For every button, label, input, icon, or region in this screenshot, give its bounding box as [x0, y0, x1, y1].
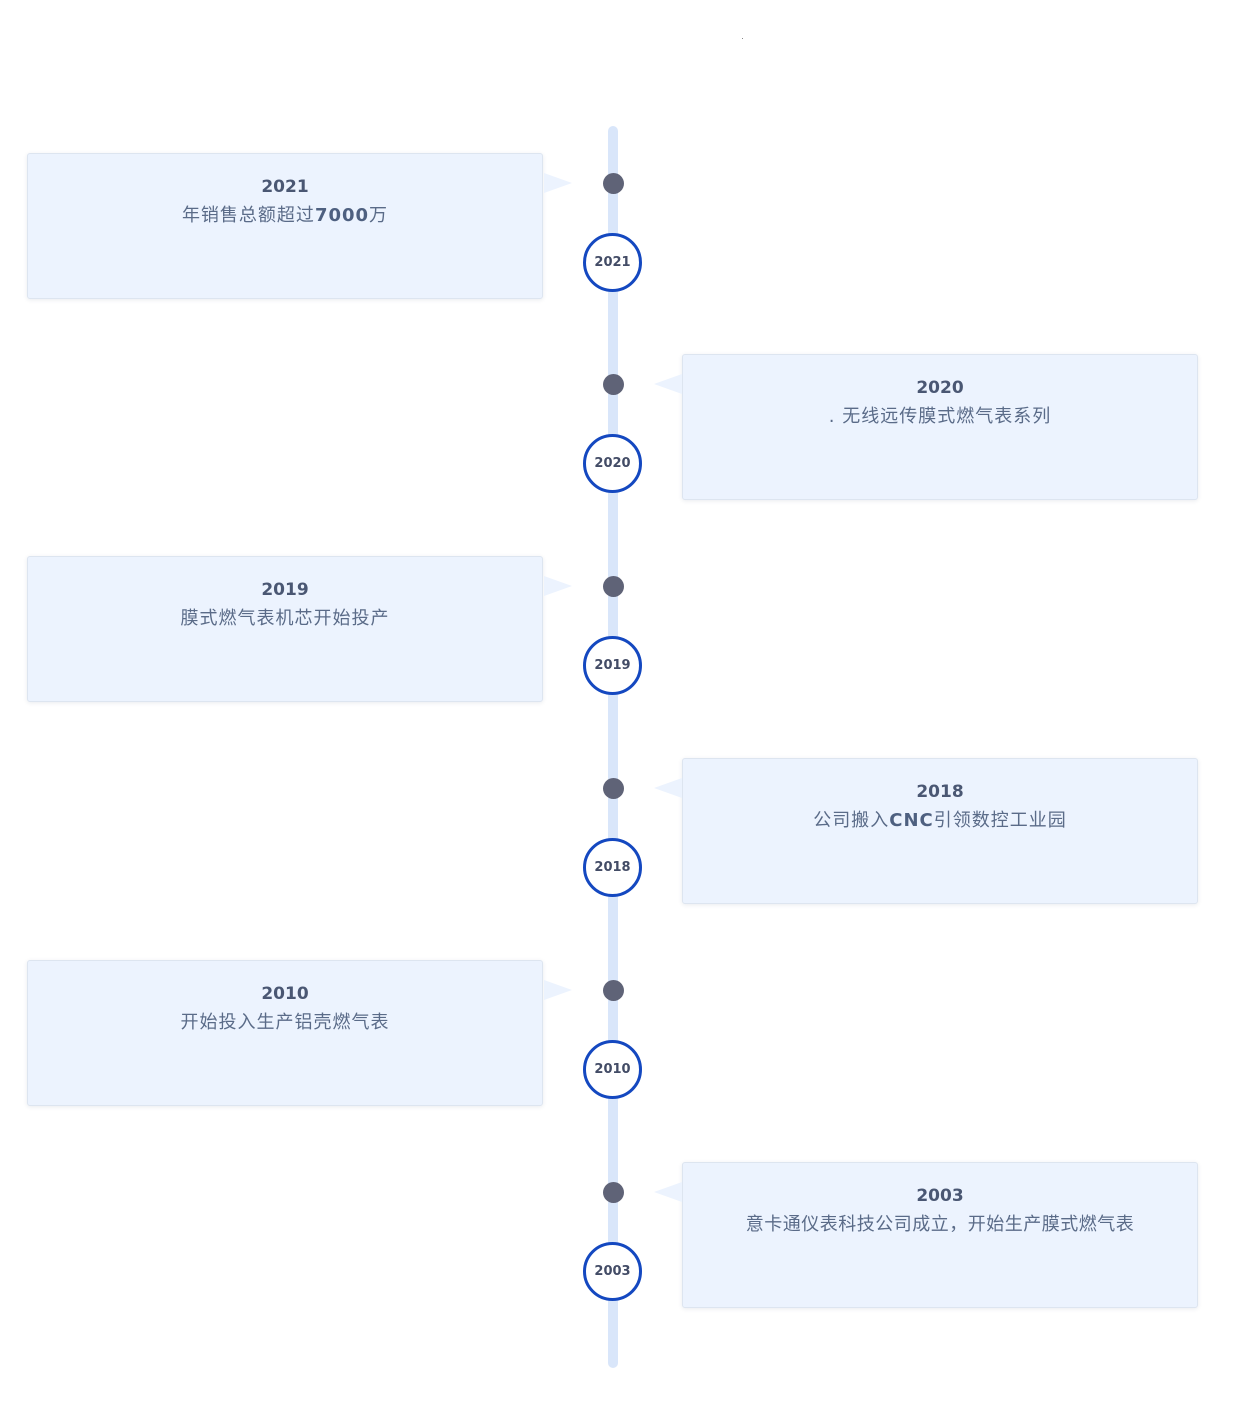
timeline-spine — [608, 126, 618, 1368]
stray-pixel — [742, 38, 743, 39]
timeline-node-dot — [603, 778, 624, 799]
event-card-year: 2019 — [261, 580, 309, 600]
event-card: 2003 意卡通仪表科技公司成立，开始生产膜式燃气表 — [682, 1162, 1198, 1308]
event-card: 2019 膜式燃气表机芯开始投产 — [27, 556, 543, 702]
timeline-event-2020: 2020 . 无线远传膜式燃气表系列 2020 — [0, 354, 1240, 514]
event-card-description: 意卡通仪表科技公司成立，开始生产膜式燃气表 — [683, 1212, 1197, 1238]
event-card-year: 2018 — [916, 782, 964, 802]
timeline-event-2010: 2010 开始投入生产铝壳燃气表 2010 — [0, 960, 1240, 1120]
event-card-year: 2020 — [916, 378, 964, 398]
event-card-year: 2021 — [261, 177, 309, 197]
timeline-node-dot — [603, 576, 624, 597]
event-card-year: 2003 — [916, 1186, 964, 1206]
card-pointer-arrow — [654, 374, 682, 394]
timeline-event-2021: 2021 年销售总额超过7000万 2021 — [0, 153, 1240, 313]
description-text: 开始投入生产铝壳燃气表 — [180, 1012, 390, 1033]
description-text: 公司搬入 — [813, 810, 890, 831]
year-badge: 2003 — [583, 1242, 642, 1301]
year-badge: 2020 — [583, 434, 642, 493]
timeline-node-dot — [603, 980, 624, 1001]
event-card: 2018 公司搬入CNC引领数控工业园 — [682, 758, 1198, 904]
card-pointer-arrow — [544, 576, 572, 596]
timeline-event-2003: 2003 意卡通仪表科技公司成立，开始生产膜式燃气表 2003 — [0, 1162, 1240, 1322]
event-card: 2021 年销售总额超过7000万 — [27, 153, 543, 299]
description-highlight: CNC — [889, 810, 934, 831]
timeline-event-2019: 2019 膜式燃气表机芯开始投产 2019 — [0, 556, 1240, 716]
card-pointer-arrow — [544, 980, 572, 1000]
card-pointer-arrow — [544, 173, 572, 193]
timeline-node-dot — [603, 1182, 624, 1203]
description-text: 膜式燃气表机芯开始投产 — [180, 608, 390, 629]
year-badge: 2021 — [583, 233, 642, 292]
year-badge: 2018 — [583, 838, 642, 897]
timeline-event-2018: 2018 公司搬入CNC引领数控工业园 2018 — [0, 758, 1240, 918]
event-card-description: 膜式燃气表机芯开始投产 — [28, 606, 542, 632]
description-text-tail: 万 — [369, 205, 389, 226]
description-text: . 无线远传膜式燃气表系列 — [828, 406, 1052, 427]
description-text: 年销售总额超过 — [181, 205, 315, 226]
event-card-description: 年销售总额超过7000万 — [28, 203, 542, 229]
event-card-description: 开始投入生产铝壳燃气表 — [28, 1010, 542, 1036]
event-card-description: 公司搬入CNC引领数控工业园 — [683, 808, 1197, 834]
description-text-tail: 引领数控工业园 — [933, 810, 1067, 831]
description-highlight: 7000 — [314, 205, 370, 226]
year-badge: 2019 — [583, 636, 642, 695]
timeline-node-dot — [603, 374, 624, 395]
event-card-description: . 无线远传膜式燃气表系列 — [683, 404, 1197, 430]
year-badge: 2010 — [583, 1040, 642, 1099]
card-pointer-arrow — [654, 1182, 682, 1202]
timeline-node-dot — [603, 173, 624, 194]
event-card: 2010 开始投入生产铝壳燃气表 — [27, 960, 543, 1106]
event-card: 2020 . 无线远传膜式燃气表系列 — [682, 354, 1198, 500]
event-card-year: 2010 — [261, 984, 309, 1004]
description-text: 意卡通仪表科技公司成立，开始生产膜式燃气表 — [745, 1214, 1135, 1235]
card-pointer-arrow — [654, 778, 682, 798]
